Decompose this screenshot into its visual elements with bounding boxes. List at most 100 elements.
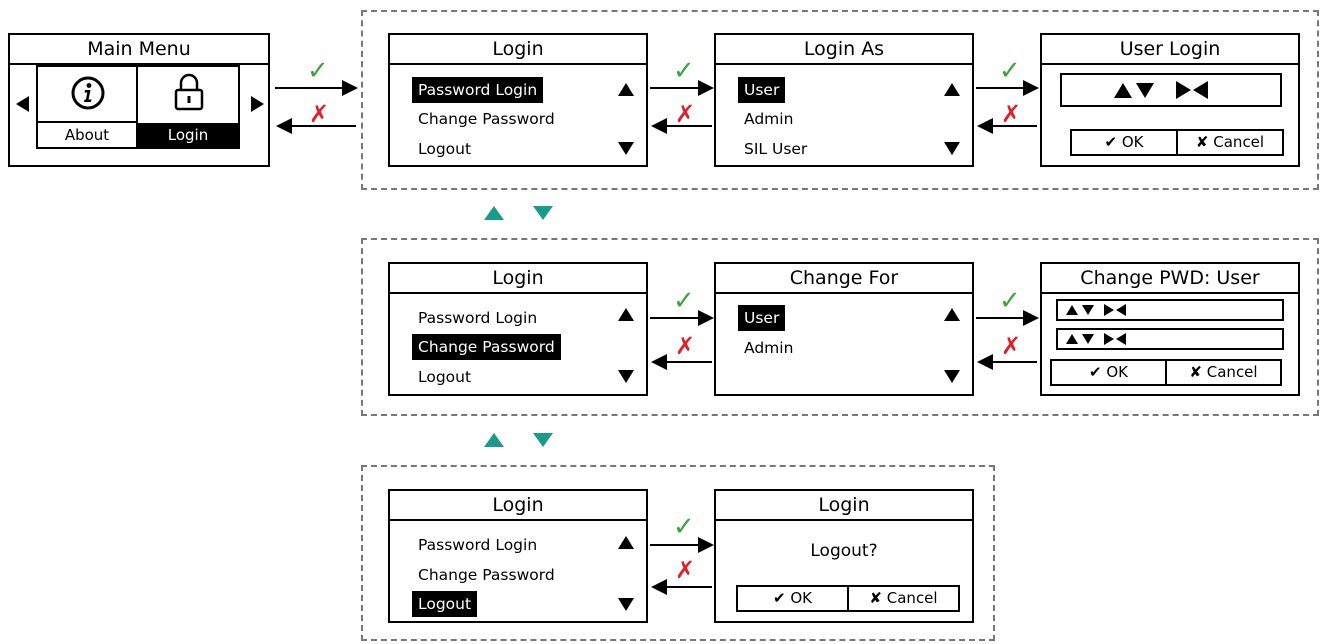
login-screen-logout: Login Password Login Change Password Log… [388,489,648,623]
cancel-label: Cancel [1213,133,1265,151]
ok-button[interactable]: ✔ OK [1072,131,1176,154]
screen-title: Login [390,35,646,65]
char-up-icon [1066,334,1078,344]
info-icon [71,76,105,110]
scroll-up-icon[interactable] [618,308,634,321]
logout-group-frame [361,465,995,641]
nav-up-icon [484,206,504,220]
lock-icon [174,73,204,111]
role-option-sil-user[interactable]: SIL User [744,140,808,158]
screen-title: Login [716,491,972,521]
char-down-icon [1136,83,1154,98]
cursor-right-icon [1176,81,1191,99]
scroll-down-icon[interactable] [944,370,960,383]
screen-title: User Login [1042,35,1298,65]
login-as-screen: Login As User Admin SIL User [714,33,974,167]
confirm-check-icon: ✓ [673,512,695,542]
cancel-button[interactable]: ✘ Cancel [847,587,958,610]
menu-option-change-password[interactable]: Change Password [412,334,561,360]
menu-item-login[interactable]: Login [136,65,240,149]
char-down-icon [1082,334,1094,344]
check-icon: ✔ [1088,363,1102,381]
scroll-up-icon[interactable] [944,308,960,321]
confirm-check-icon: ✓ [673,286,695,316]
role-option-admin[interactable]: Admin [744,110,794,128]
screen-title: Change PWD: User [1042,264,1298,294]
change-pwd-buttons: ✔ OK ✘ Cancel [1050,359,1282,386]
ok-button[interactable]: ✔ OK [1052,361,1165,384]
confirm-check-icon: ✓ [673,56,695,86]
screen-title: Login [390,264,646,294]
login-screen-password: Login Password Login Change Password Log… [388,33,648,167]
nav-up-icon [484,433,504,447]
confirm-check-icon: ✓ [999,56,1021,86]
logout-buttons: ✔ OK ✘ Cancel [736,585,960,612]
user-login-screen: User Login ✔ OK ✘ Cancel [1040,33,1300,167]
logout-prompt: Logout? [810,541,878,561]
menu-item-about[interactable]: About [36,65,138,149]
scroll-up-icon[interactable] [944,83,960,96]
confirm-check-icon: ✓ [999,286,1021,316]
char-up-icon [1066,305,1078,315]
login-screen-change-password: Login Password Login Change Password Log… [388,262,648,396]
x-icon: ✘ [1195,133,1209,151]
cursor-right-icon [1104,333,1114,345]
nav-down-icon [533,206,553,220]
cursor-left-icon [1193,81,1208,99]
check-icon: ✔ [1104,133,1118,151]
change-password-group-frame [361,238,1319,416]
cursor-left-icon [1116,333,1126,345]
confirm-password-field[interactable] [1056,328,1284,350]
ok-label: OK [1121,133,1144,151]
ok-button[interactable]: ✔ OK [738,587,847,610]
menu-item-about-label: About [38,121,136,147]
ok-label: OK [790,589,812,607]
logout-confirm-screen: Login Logout? ✔ OK ✘ Cancel [714,489,974,623]
cursor-left-icon [1116,304,1126,316]
menu-option-password-login[interactable]: Password Login [418,536,538,554]
scroll-up-icon[interactable] [618,83,634,96]
x-icon: ✘ [869,589,882,607]
change-for-screen: Change For User Admin [714,262,974,396]
menu-option-change-password[interactable]: Change Password [418,110,555,128]
role-option-user[interactable]: User [738,305,786,331]
cancel-label: Cancel [886,589,938,607]
menu-option-password-login[interactable]: Password Login [412,77,544,103]
cancel-button[interactable]: ✘ Cancel [1165,361,1280,384]
change-pwd-screen: Change PWD: User ✔ OK ✘ Cancel [1040,262,1300,396]
cancel-label: Cancel [1206,363,1258,381]
screen-title: Login [390,491,646,521]
menu-option-logout[interactable]: Logout [412,591,478,617]
menu-left-arrow-icon[interactable] [16,96,29,112]
cancel-cross-icon: ✗ [675,556,696,584]
scroll-down-icon[interactable] [618,370,634,383]
menu-option-logout[interactable]: Logout [418,140,472,158]
nav-down-icon [533,433,553,447]
cancel-cross-icon: ✗ [675,100,696,128]
menu-option-logout[interactable]: Logout [418,368,472,386]
main-menu-screen: Main Menu About Login [8,33,270,167]
x-icon: ✘ [1189,363,1202,381]
scroll-down-icon[interactable] [618,142,634,155]
menu-right-arrow-icon[interactable] [251,96,264,112]
password-entry-field[interactable] [1060,73,1282,107]
login-group-frame [361,10,1319,190]
menu-option-change-password[interactable]: Change Password [418,566,555,584]
scroll-down-icon[interactable] [618,598,634,611]
cursor-right-icon [1104,304,1114,316]
scroll-down-icon[interactable] [944,142,960,155]
role-option-user[interactable]: User [738,77,786,103]
cancel-cross-icon: ✗ [675,332,696,360]
new-password-field[interactable] [1056,299,1284,321]
menu-option-password-login[interactable]: Password Login [418,309,538,327]
user-login-buttons: ✔ OK ✘ Cancel [1070,129,1284,156]
ok-label: OK [1106,363,1128,381]
scroll-up-icon[interactable] [618,536,634,549]
char-up-icon [1114,83,1132,98]
cancel-button[interactable]: ✘ Cancel [1176,131,1282,154]
confirm-check-icon: ✓ [307,56,329,86]
screen-title: Change For [716,264,972,294]
check-icon: ✔ [772,589,786,607]
role-option-admin[interactable]: Admin [744,339,794,357]
screen-title: Login As [716,35,972,65]
